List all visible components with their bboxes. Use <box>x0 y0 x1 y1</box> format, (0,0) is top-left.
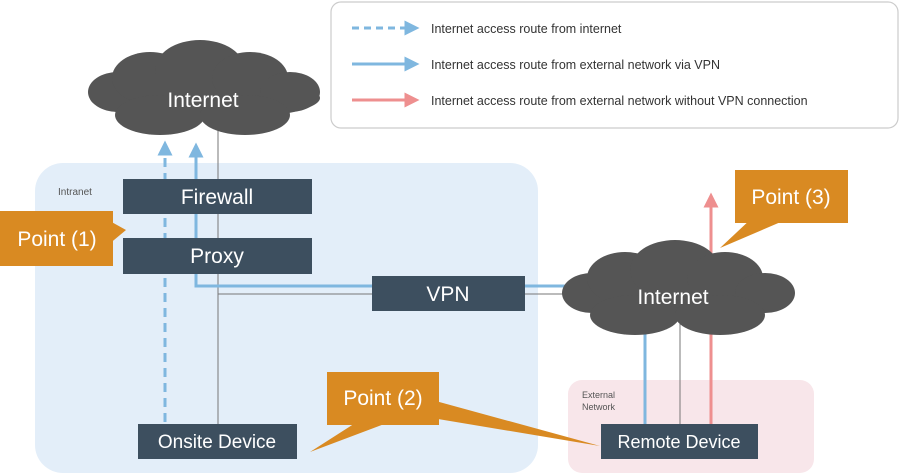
onsite-device-label: Onsite Device <box>158 432 276 453</box>
proxy-label: Proxy <box>190 245 244 268</box>
legend-box <box>330 1 899 129</box>
firewall-node <box>123 179 312 214</box>
callout-point-2-label: Point (2) <box>343 387 422 410</box>
external-network-label-2: Network <box>582 402 616 412</box>
external-network-label: External <box>582 390 615 400</box>
proxy-node <box>123 238 312 274</box>
callout-point-2 <box>310 372 600 452</box>
legend-item-label: Internet access route from external netw… <box>431 94 808 108</box>
callout-point-1 <box>0 211 126 266</box>
callout-point-3-label: Point (3) <box>751 186 830 209</box>
legend-item-label: Internet access route from external netw… <box>431 58 720 72</box>
vpn-node <box>372 276 525 311</box>
callout-point-3 <box>720 170 848 248</box>
legend-item-label: Internet access route from internet <box>431 22 622 36</box>
remote-device-node <box>601 424 758 459</box>
internet-cloud-right-label: Internet <box>637 286 708 309</box>
internet-cloud-top <box>88 40 320 135</box>
callout-point-1-label: Point (1) <box>17 228 96 251</box>
firewall-label: Firewall <box>181 186 253 209</box>
onsite-device-node <box>138 424 297 459</box>
vpn-label: VPN <box>426 283 469 306</box>
internet-cloud-top-label: Internet <box>167 89 238 112</box>
remote-device-label: Remote Device <box>617 432 740 452</box>
internet-cloud-right <box>562 240 795 335</box>
intranet-zone-label: Intranet <box>58 187 92 198</box>
